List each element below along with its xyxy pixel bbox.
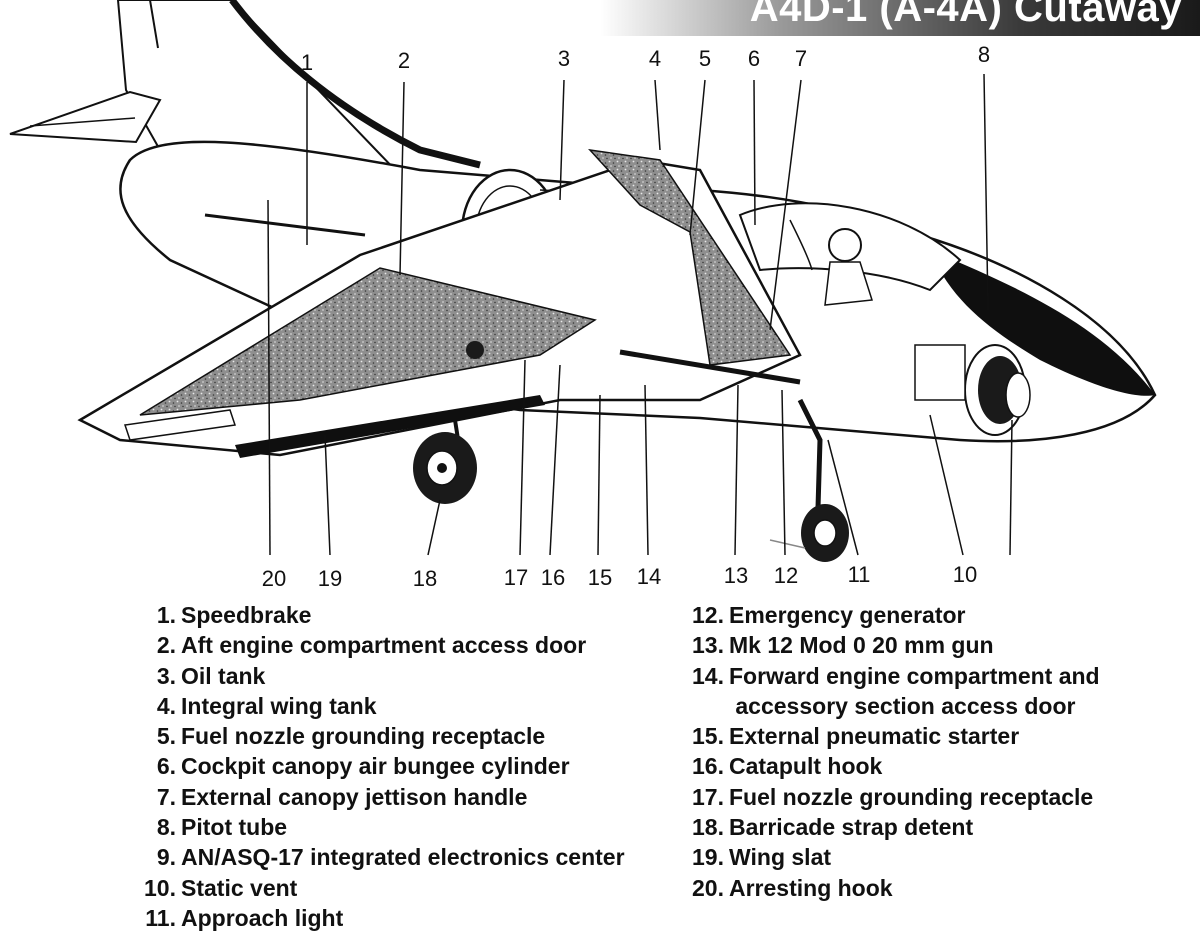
page-title: A4D-1 (A-4A) Cutaway — [749, 0, 1182, 30]
legend-text: Aft engine compartment access door — [181, 632, 587, 659]
callout-15: 15 — [588, 565, 612, 590]
legend-item: 4.Integral wing tank — [130, 691, 660, 721]
callout-labels: 1 2 3 4 5 6 7 8 20 19 18 17 16 15 14 13 … — [262, 42, 990, 591]
callout-5: 5 — [699, 46, 711, 71]
nose-landing-gear — [769, 398, 849, 562]
legend-item: 18.Barricade strap detent — [678, 812, 1188, 842]
callout-13: 13 — [724, 563, 748, 588]
legend-item: 15.External pneumatic starter — [678, 721, 1188, 751]
main-landing-gear — [413, 419, 477, 504]
legend-number: 17. — [692, 783, 724, 810]
legend-number: 16. — [692, 753, 724, 780]
legend-text: accessory section access door — [729, 692, 1076, 719]
legend-item: 20.Arresting hook — [678, 873, 1188, 903]
callout-18: 18 — [413, 566, 437, 591]
callout-12: 12 — [774, 563, 798, 588]
wing — [77, 148, 802, 458]
legend-item: 9.AN/ASQ-17 integrated electronics cente… — [130, 842, 660, 872]
legend-item: 8.Pitot tube — [130, 812, 660, 842]
legend-number: 2. — [156, 632, 176, 659]
legend-number: 5. — [156, 723, 176, 750]
legend-number: 8. — [156, 814, 176, 841]
legend-text: AN/ASQ-17 integrated electronics center — [181, 844, 625, 871]
horizontal-stabilizer — [9, 90, 162, 144]
legend-number: 13. — [692, 632, 724, 659]
arresting-hook — [204, 213, 366, 237]
legend-item: 12.Emergency generator — [678, 600, 1188, 630]
legend-number: 18. — [692, 814, 724, 841]
callout-10: 10 — [953, 562, 977, 587]
gun-barrel — [619, 349, 801, 385]
legend-text: Barricade strap detent — [729, 814, 974, 841]
legend-number: 11. — [145, 904, 176, 931]
legend-item: 17.Fuel nozzle grounding receptacle — [678, 782, 1188, 812]
legend-text: Integral wing tank — [181, 692, 377, 719]
legend-text: External canopy jettison handle — [181, 783, 528, 810]
callout-19: 19 — [318, 566, 342, 591]
callout-11: 11 — [848, 562, 871, 587]
legend-text: Cockpit canopy air bungee cylinder — [181, 753, 570, 780]
callout-3: 3 — [558, 46, 570, 71]
callout-14: 14 — [637, 564, 661, 589]
electronics-bay — [914, 344, 1031, 436]
legend-text: Emergency generator — [729, 602, 966, 628]
legend-text: Forward engine compartment and — [729, 662, 1100, 689]
legend-right-column: 12.Emergency generator 13.Mk 12 Mod 0 20… — [678, 600, 1188, 903]
legend-number — [678, 691, 724, 721]
legend-number: 19. — [692, 844, 724, 871]
callout-4: 4 — [649, 46, 661, 71]
legend-number: 14. — [692, 662, 724, 689]
cutaway-diagram: 1 2 3 4 5 6 7 8 20 19 18 17 16 15 14 13 … — [9, 0, 1157, 591]
legend-item: 5.Fuel nozzle grounding receptacle — [130, 721, 660, 751]
callout-20: 20 — [262, 566, 286, 591]
legend-text: Mk 12 Mod 0 20 mm gun — [729, 632, 994, 659]
legend-item: 2.Aft engine compartment access door — [130, 630, 660, 660]
legend-item: 3.Oil tank — [130, 661, 660, 691]
legend-text: Catapult hook — [729, 753, 883, 780]
legend-text: Speedbrake — [181, 602, 312, 628]
legend-number: 12. — [692, 602, 724, 628]
legend-item: 6.Cockpit canopy air bungee cylinder — [130, 751, 660, 781]
legend-number: 6. — [156, 753, 176, 780]
legend-text: Approach light — [181, 904, 344, 931]
legend-text: Fuel nozzle grounding receptacle — [729, 783, 1094, 810]
title-banner: A4D-1 (A-4A) Cutaway — [600, 0, 1200, 36]
legend-item: 16.Catapult hook — [678, 751, 1188, 781]
legend-number: 7. — [156, 783, 176, 810]
legend-text: Fuel nozzle grounding receptacle — [181, 723, 546, 750]
callout-8: 8 — [978, 42, 990, 67]
legend-text: External pneumatic starter — [729, 723, 1020, 750]
legend-left-column: 1.Speedbrake 2.Aft engine compartment ac… — [130, 600, 660, 933]
legend-item: 14.Forward engine compartment and — [678, 661, 1188, 691]
legend-text: Oil tank — [181, 662, 266, 689]
legend-text: Static vent — [181, 874, 298, 901]
legend-text: Wing slat — [729, 844, 832, 871]
callout-7: 7 — [795, 46, 807, 71]
leader-lines — [267, 73, 1013, 556]
legend-number: 9. — [156, 844, 176, 871]
callout-6: 6 — [748, 46, 760, 71]
legend-number: 15. — [692, 723, 724, 750]
callout-16: 16 — [541, 565, 565, 590]
legend-number: 1. — [156, 602, 176, 628]
legend-item: 11.Approach light — [130, 903, 660, 933]
legend-number: 4. — [156, 692, 176, 719]
callout-17: 17 — [504, 565, 528, 590]
legend-item: 10.Static vent — [130, 873, 660, 903]
legend-item-continuation: accessory section access door — [678, 691, 1188, 721]
legend-item: 7.External canopy jettison handle — [130, 782, 660, 812]
legend-item: 13.Mk 12 Mod 0 20 mm gun — [678, 630, 1188, 660]
legend-text: Arresting hook — [729, 874, 893, 901]
callout-1: 1 — [301, 50, 313, 75]
legend-item: 1.Speedbrake — [130, 600, 660, 630]
legend-text: Pitot tube — [181, 814, 288, 841]
callout-2: 2 — [398, 48, 410, 73]
legend-number: 10. — [144, 874, 176, 901]
legend-item: 19.Wing slat — [678, 842, 1188, 872]
legend-number: 20. — [692, 874, 724, 901]
legend-number: 3. — [156, 662, 176, 689]
